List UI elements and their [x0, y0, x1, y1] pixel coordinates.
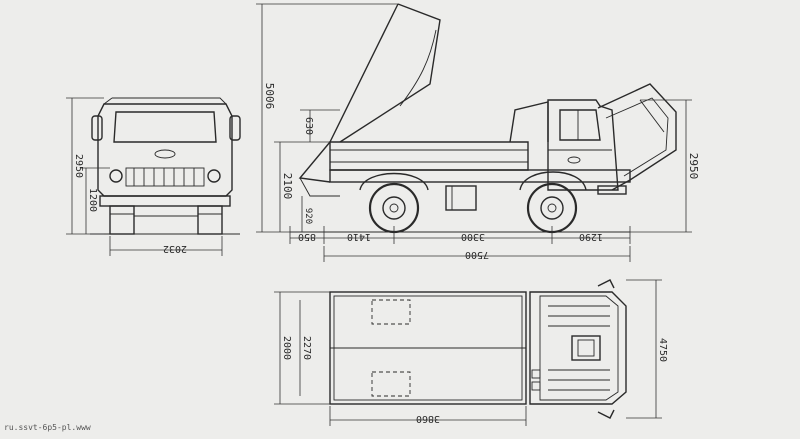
side-view: [290, 3, 677, 234]
front-view: [90, 97, 241, 235]
bed-width-outer-label: 2270: [301, 336, 312, 360]
front-mid-height-label: 1200: [87, 188, 98, 212]
rear-overhang-label: 850: [298, 231, 316, 242]
front-height-label: 2950: [73, 154, 84, 178]
top-dimensions: 2000 2270 4750 3860: [274, 279, 668, 426]
watermark: ru.ssvt-6p5-pl.www: [4, 423, 91, 432]
tipper-top-label: 630: [303, 117, 314, 135]
overall-length-label: 7500: [465, 249, 489, 260]
front-dimensions: 2950 1200 2032: [66, 97, 223, 256]
front-overhang-label: 1290: [579, 231, 603, 242]
side-dimensions: 5006 630 2100 920 2950 850 1410 3300 129…: [256, 3, 700, 262]
bed-height-label: 2100: [281, 173, 294, 200]
overall-width-label: 4750: [657, 338, 668, 362]
wheelbase-rear-label: 1410: [347, 231, 371, 242]
dump-height-label: 5006: [263, 83, 276, 110]
bed-low-label: 920: [303, 208, 313, 224]
top-view: [329, 279, 627, 419]
overall-height-label: 2950: [687, 153, 700, 180]
bed-length-label: 3860: [416, 413, 440, 424]
front-track-label: 2032: [163, 243, 187, 254]
bed-width-inner-label: 2000: [281, 336, 292, 360]
wheelbase-label: 3300: [461, 231, 485, 242]
